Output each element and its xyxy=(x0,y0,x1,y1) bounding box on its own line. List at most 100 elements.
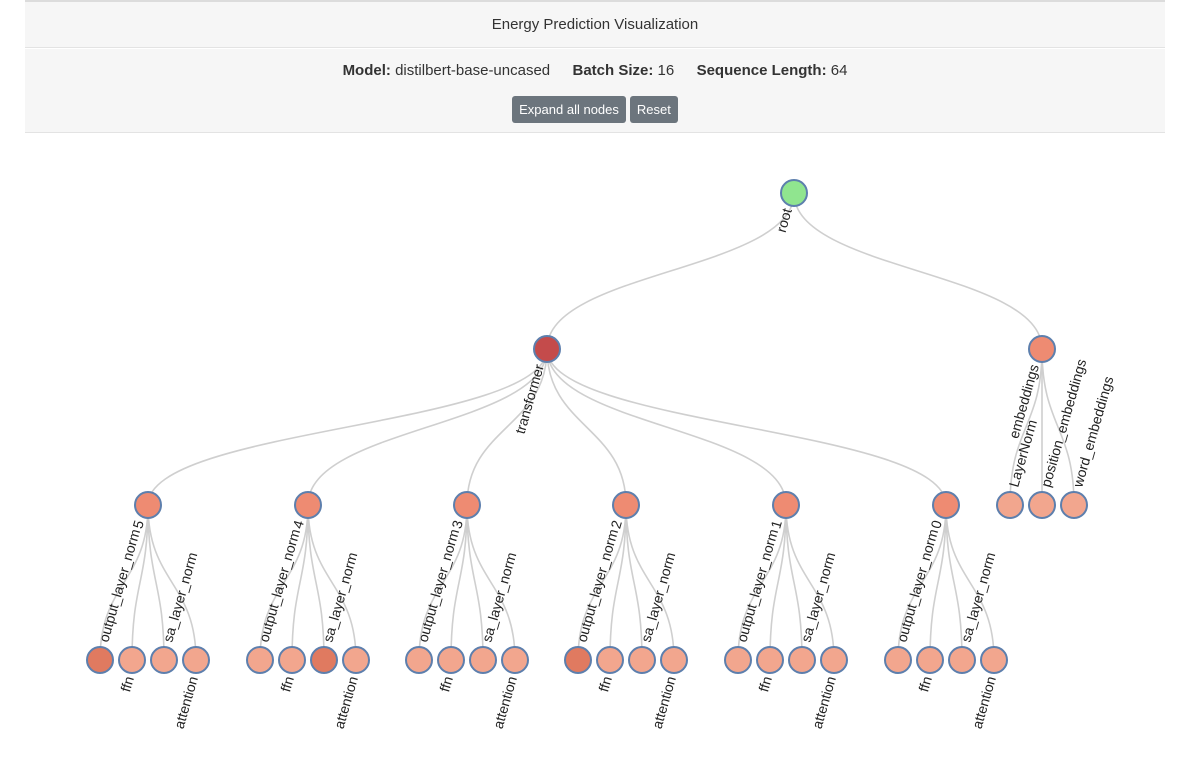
node-circle[interactable] xyxy=(788,646,816,674)
tree-node[interactable] xyxy=(756,646,784,674)
tree-node[interactable] xyxy=(788,646,816,674)
tree-node[interactable] xyxy=(948,646,976,674)
node-circle[interactable] xyxy=(310,646,338,674)
tree-node[interactable] xyxy=(996,491,1024,519)
sequence-length-label: Sequence Length: xyxy=(696,62,827,79)
tree-node[interactable] xyxy=(628,646,656,674)
node-circle[interactable] xyxy=(501,646,529,674)
tree-node[interactable] xyxy=(780,179,808,207)
node-circle[interactable] xyxy=(948,646,976,674)
tree-node[interactable] xyxy=(437,646,465,674)
node-circle[interactable] xyxy=(612,491,640,519)
tree-node[interactable] xyxy=(405,646,433,674)
tree-node[interactable] xyxy=(1028,491,1056,519)
node-circle[interactable] xyxy=(596,646,624,674)
node-circle[interactable] xyxy=(1060,491,1088,519)
node-circle[interactable] xyxy=(533,335,561,363)
tree-node[interactable] xyxy=(278,646,306,674)
tree-node[interactable] xyxy=(533,335,561,363)
node-circle[interactable] xyxy=(980,646,1008,674)
tree-node[interactable] xyxy=(310,646,338,674)
node-circle[interactable] xyxy=(932,491,960,519)
tree-node[interactable] xyxy=(564,646,592,674)
node-label: sa_layer_norm xyxy=(798,550,839,643)
tree-node[interactable] xyxy=(772,491,800,519)
node-circle[interactable] xyxy=(884,646,912,674)
tree-link xyxy=(307,504,325,661)
tree-node[interactable] xyxy=(134,491,162,519)
tree-node[interactable] xyxy=(1028,335,1056,363)
node-label: ffn xyxy=(915,674,935,693)
tree-node[interactable] xyxy=(453,491,481,519)
title-bar: Energy Prediction Visualization xyxy=(25,0,1165,48)
tree-link xyxy=(546,192,795,350)
tree-link xyxy=(785,504,803,661)
info-bar: Model: distilbert-base-uncased Batch Siz… xyxy=(25,49,1165,133)
tree-node[interactable] xyxy=(469,646,497,674)
node-circle[interactable] xyxy=(916,646,944,674)
node-circle[interactable] xyxy=(820,646,848,674)
node-circle[interactable] xyxy=(469,646,497,674)
model-label: Model: xyxy=(342,62,391,79)
node-label: ffn xyxy=(436,674,456,693)
node-label: output_layer_norm xyxy=(415,527,463,644)
tree-node[interactable] xyxy=(612,491,640,519)
node-circle[interactable] xyxy=(780,179,808,207)
node-circle[interactable] xyxy=(772,491,800,519)
node-label: output_layer_norm xyxy=(96,527,144,644)
tree-node[interactable] xyxy=(342,646,370,674)
node-circle[interactable] xyxy=(86,646,114,674)
tree-node[interactable] xyxy=(820,646,848,674)
tree-node[interactable] xyxy=(932,491,960,519)
tree-link xyxy=(147,504,197,661)
node-circle[interactable] xyxy=(182,646,210,674)
node-circle[interactable] xyxy=(628,646,656,674)
tree-node[interactable] xyxy=(660,646,688,674)
node-circle[interactable] xyxy=(437,646,465,674)
tree-node[interactable] xyxy=(884,646,912,674)
node-circle[interactable] xyxy=(724,646,752,674)
node-circle[interactable] xyxy=(1028,491,1056,519)
tree-node[interactable] xyxy=(150,646,178,674)
tree-link xyxy=(259,504,309,661)
tree-link xyxy=(418,504,468,661)
tree-link xyxy=(307,348,548,506)
node-circle[interactable] xyxy=(278,646,306,674)
tree-node[interactable] xyxy=(501,646,529,674)
node-circle[interactable] xyxy=(1028,335,1056,363)
tree-node[interactable] xyxy=(1060,491,1088,519)
node-circle[interactable] xyxy=(118,646,146,674)
tree-link xyxy=(945,504,963,661)
tree-node[interactable] xyxy=(182,646,210,674)
node-circle[interactable] xyxy=(342,646,370,674)
node-circle[interactable] xyxy=(660,646,688,674)
tree-node[interactable] xyxy=(86,646,114,674)
tree-node[interactable] xyxy=(724,646,752,674)
node-circle[interactable] xyxy=(150,646,178,674)
reset-button[interactable]: Reset xyxy=(629,96,678,123)
node-circle[interactable] xyxy=(134,491,162,519)
tree-node[interactable] xyxy=(980,646,1008,674)
node-label: transformer xyxy=(512,362,547,436)
model-info: Model: distilbert-base-uncased Batch Siz… xyxy=(25,62,1165,79)
node-circle[interactable] xyxy=(294,491,322,519)
node-label: attention xyxy=(649,674,679,730)
tree-node[interactable] xyxy=(596,646,624,674)
node-circle[interactable] xyxy=(996,491,1024,519)
tree-node[interactable] xyxy=(246,646,274,674)
expand-all-button[interactable]: Expand all nodes xyxy=(512,96,626,123)
tree-link xyxy=(897,504,947,661)
node-circle[interactable] xyxy=(756,646,784,674)
node-circle[interactable] xyxy=(405,646,433,674)
node-label: output_layer_norm xyxy=(256,527,304,644)
tree-node[interactable] xyxy=(118,646,146,674)
tree-link xyxy=(466,504,516,661)
tree-node[interactable] xyxy=(916,646,944,674)
node-circle[interactable] xyxy=(246,646,274,674)
tree-link xyxy=(945,504,995,661)
node-circle[interactable] xyxy=(453,491,481,519)
node-circle[interactable] xyxy=(564,646,592,674)
tree-links xyxy=(99,192,1075,661)
tree-node[interactable] xyxy=(294,491,322,519)
